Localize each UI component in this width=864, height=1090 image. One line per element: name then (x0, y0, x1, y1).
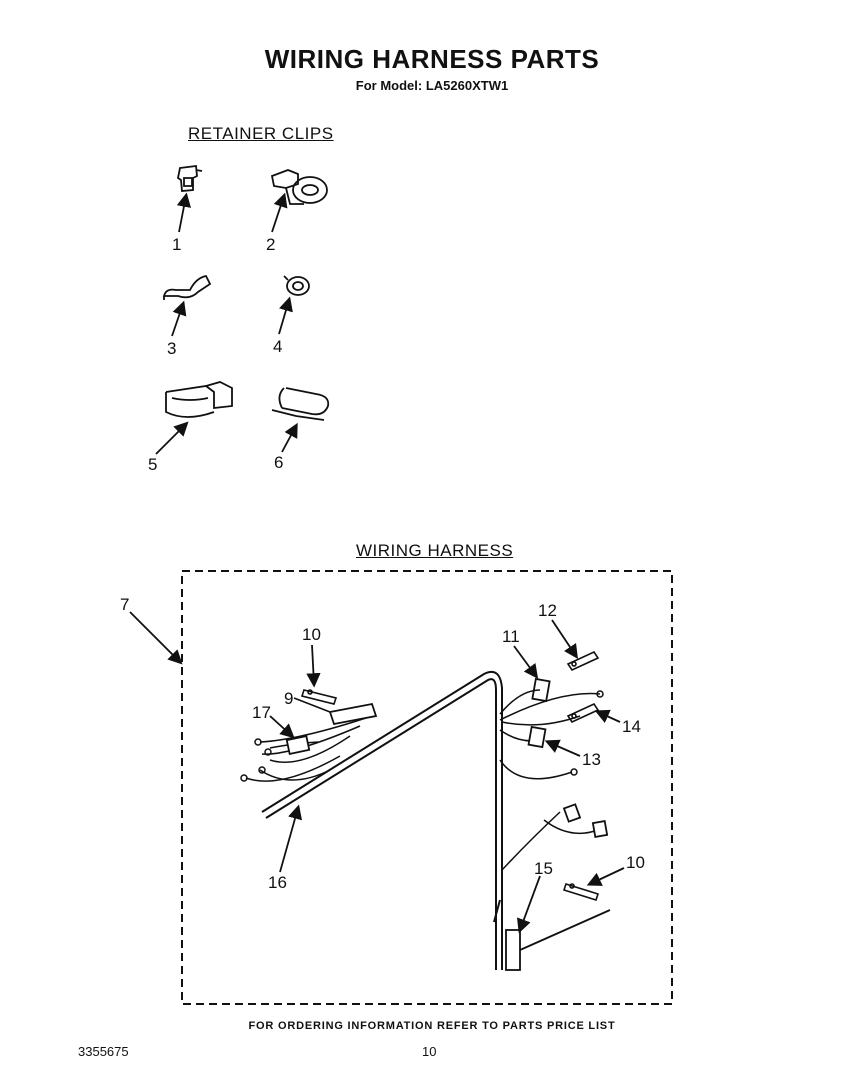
page-title: WIRING HARNESS PARTS (264, 44, 600, 74)
callout-12: 12 (538, 601, 557, 620)
callout-5: 5 (148, 455, 157, 474)
clip-3-leader (171, 300, 187, 337)
callout-1: 1 (172, 235, 181, 254)
callout-17-leader (269, 715, 295, 739)
terminal-10-lower (562, 883, 600, 901)
document-number: 3355675 (78, 1044, 129, 1059)
connector-11 (531, 677, 551, 703)
clip-5-leader (155, 421, 189, 455)
section-retainer-clips: RETAINER CLIPS (188, 124, 334, 143)
clip-part-4 (283, 275, 310, 296)
callout-9: 9 (284, 689, 293, 708)
clip-part-2 (270, 169, 328, 205)
plug-lower-right (562, 803, 609, 838)
harness-trunk (261, 670, 503, 970)
section-wiring-harness: WIRING HARNESS (356, 541, 514, 560)
callout-3: 3 (167, 339, 176, 358)
ordering-footer: FOR ORDERING INFORMATION REFER TO PARTS … (248, 1020, 616, 1032)
clip-4-leader (278, 296, 293, 335)
clip-part-6 (271, 387, 330, 421)
terminal-10-upper (300, 689, 338, 705)
callout-10-upper: 10 (302, 625, 321, 644)
clip-part-3 (162, 274, 212, 300)
terminal-12 (566, 650, 600, 672)
callout-9-leader (293, 697, 331, 713)
callout-17: 17 (252, 703, 271, 722)
callout-12-leader (551, 619, 578, 659)
clip-2-leader (271, 192, 288, 233)
connector-15 (505, 909, 611, 971)
clip-1-leader (176, 192, 192, 233)
connector-9 (328, 702, 378, 726)
model-subtitle: For Model: LA5260XTW1 (355, 78, 509, 93)
callout-15: 15 (534, 859, 553, 878)
callout-11: 11 (502, 627, 520, 646)
callout-6: 6 (274, 453, 283, 472)
harness-frame (181, 570, 673, 1005)
clip-part-5 (165, 381, 233, 418)
callout-7: 7 (120, 595, 129, 614)
callout-14-leader (594, 709, 621, 724)
callout-15-leader (516, 875, 541, 934)
callout-16: 16 (268, 873, 287, 892)
callout-4: 4 (273, 337, 282, 356)
callout-7-leader (129, 611, 183, 665)
callout-10-lower-leader (586, 867, 625, 886)
callout-13-leader (544, 739, 581, 757)
terminal-14 (566, 702, 600, 724)
clip-6-leader (281, 422, 298, 453)
callout-2: 2 (266, 235, 275, 254)
callout-10-upper-leader (306, 644, 321, 688)
right-wire-branches (499, 689, 604, 871)
callout-16-leader (279, 804, 303, 873)
connector-17 (285, 735, 311, 755)
connector-13 (527, 725, 547, 749)
callout-13: 13 (582, 750, 601, 769)
page-number: 10 (422, 1044, 437, 1059)
callout-14: 14 (622, 717, 641, 736)
clip-part-1 (176, 164, 203, 192)
callout-10-lower: 10 (626, 853, 645, 872)
callout-11-leader (513, 645, 539, 679)
